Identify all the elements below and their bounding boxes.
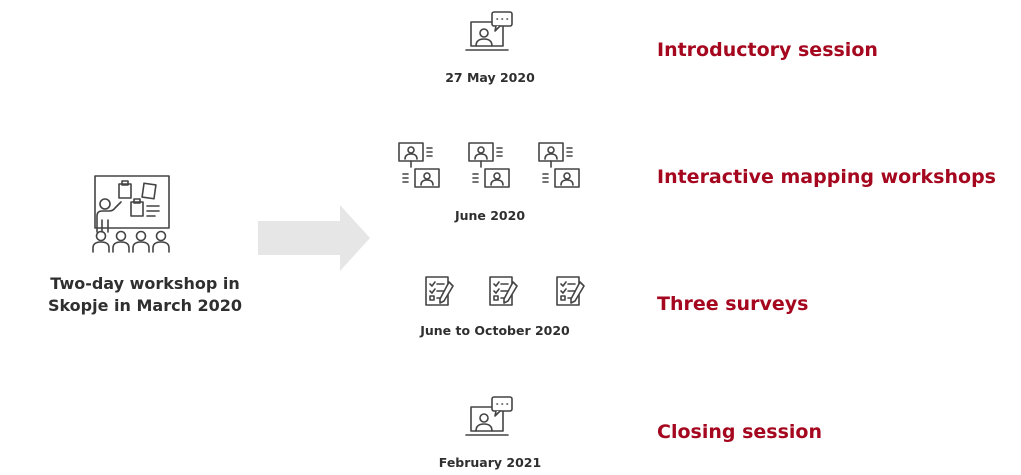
laptop-chat-icon	[462, 10, 518, 58]
workshop-caption-line1: Two-day workshop in	[50, 274, 240, 293]
step-title-3: Three surveys	[657, 293, 809, 315]
workshop-caption: Two-day workshop in Skopje in March 2020	[0, 273, 290, 317]
video-call-icon	[397, 137, 587, 195]
flow-arrow	[258, 205, 370, 275]
step-date-2: June 2020	[454, 208, 526, 223]
workshop-caption-line2: Skopje in March 2020	[47, 296, 243, 315]
step-title-2: Interactive mapping workshops	[657, 166, 996, 188]
step-date-1: 27 May 2020	[445, 70, 535, 85]
survey-checklist-icon	[420, 272, 595, 312]
laptop-chat-icon	[462, 395, 518, 443]
step-date-3: June to October 2020	[420, 323, 570, 338]
step-date-4: February 2021	[438, 455, 542, 470]
presentation-board-icon	[85, 172, 175, 258]
step-title-4: Closing session	[657, 421, 822, 443]
step-title-1: Introductory session	[657, 39, 878, 61]
